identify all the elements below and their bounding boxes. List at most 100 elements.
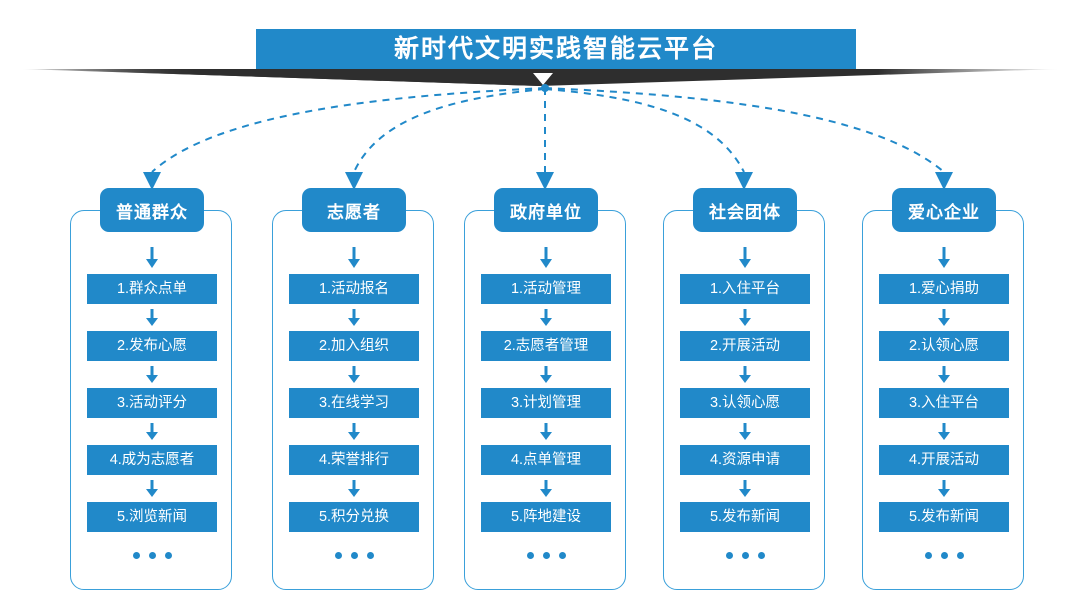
more-indicator [680, 532, 810, 578]
list-item[interactable]: 1.入住平台 [680, 274, 810, 304]
item-label: 2.志愿者管理 [503, 337, 589, 354]
arrow-down-icon [938, 479, 950, 497]
column-header-4[interactable]: 社会团体 [693, 188, 797, 232]
list-item[interactable]: 5.发布新闻 [680, 502, 810, 532]
list-item[interactable]: 2.志愿者管理 [481, 331, 611, 361]
list-item[interactable]: 3.在线学习 [289, 388, 419, 418]
item-label: 3.认领心愿 [709, 394, 781, 411]
column-2: 志愿者 1.活动报名 2.加入组织 [272, 188, 436, 592]
list-item[interactable]: 1.活动报名 [289, 274, 419, 304]
arrow-down-icon [938, 308, 950, 326]
header-to-item-arrow [879, 238, 1009, 274]
item-label: 5.发布新闻 [709, 508, 781, 525]
item-arrow [879, 418, 1009, 445]
column-5: 爱心企业 1.爱心捐助 2.认领心愿 [862, 188, 1026, 592]
arrow-down-icon [540, 479, 552, 497]
column-header-5[interactable]: 爱心企业 [892, 188, 996, 232]
column-header-label: 政府单位 [510, 202, 582, 222]
column-body: 1.群众点单 2.发布心愿 3.活动评分 [87, 238, 217, 578]
list-item[interactable]: 2.加入组织 [289, 331, 419, 361]
arrow-down-icon [348, 479, 360, 497]
list-item[interactable]: 4.点单管理 [481, 445, 611, 475]
column-body: 1.爱心捐助 2.认领心愿 3.入住平台 [879, 238, 1009, 578]
item-arrow [680, 475, 810, 502]
arrow-down-icon [348, 365, 360, 383]
list-item[interactable]: 4.资源申请 [680, 445, 810, 475]
dot [164, 551, 172, 559]
column-4: 社会团体 1.入住平台 2.开展活动 [663, 188, 827, 592]
arrow-down-icon [146, 308, 158, 326]
arrow-down-icon [348, 247, 360, 268]
list-item[interactable]: 1.群众点单 [87, 274, 217, 304]
item-arrow [289, 361, 419, 388]
arrow-down-icon [739, 247, 751, 268]
chevron-down-icon [533, 73, 553, 85]
item-arrow [879, 361, 1009, 388]
column-1: 普通群众 1.群众点单 2.发布心愿 [70, 188, 234, 592]
list-item[interactable]: 5.积分兑换 [289, 502, 419, 532]
connector-line-2 [353, 88, 546, 173]
item-label: 5.阵地建设 [510, 508, 582, 525]
list-item[interactable]: 5.浏览新闻 [87, 502, 217, 532]
list-item[interactable]: 1.爱心捐助 [879, 274, 1009, 304]
list-item[interactable]: 2.认领心愿 [879, 331, 1009, 361]
column-3: 政府单位 1.活动管理 2.志愿者管理 [464, 188, 628, 592]
item-label: 4.荣誉排行 [318, 451, 390, 468]
arrow-down-icon [540, 247, 552, 268]
list-item[interactable]: 3.认领心愿 [680, 388, 810, 418]
dot [148, 551, 156, 559]
column-header-1[interactable]: 普通群众 [100, 188, 204, 232]
dot [741, 551, 749, 559]
dot [526, 551, 534, 559]
item-label: 3.计划管理 [510, 394, 582, 411]
list-item[interactable]: 1.活动管理 [481, 274, 611, 304]
dot [757, 551, 765, 559]
list-item[interactable]: 4.开展活动 [879, 445, 1009, 475]
arrow-down-icon [146, 422, 158, 440]
item-label: 1.入住平台 [709, 280, 781, 297]
item-arrow [680, 304, 810, 331]
list-item[interactable]: 2.发布心愿 [87, 331, 217, 361]
item-label: 4.开展活动 [908, 451, 980, 468]
dot [956, 551, 964, 559]
dot [366, 551, 374, 559]
item-label: 4.资源申请 [709, 451, 781, 468]
list-item[interactable]: 3.活动评分 [87, 388, 217, 418]
item-label: 2.开展活动 [709, 337, 781, 354]
list-item[interactable]: 3.计划管理 [481, 388, 611, 418]
dot [334, 551, 342, 559]
banner-box: 新时代文明实践智能云平台 [256, 29, 856, 69]
list-item[interactable]: 3.入住平台 [879, 388, 1009, 418]
list-item[interactable]: 5.阵地建设 [481, 502, 611, 532]
dot [132, 551, 140, 559]
column-header-label: 普通群众 [116, 202, 188, 222]
arrow-down-icon [348, 308, 360, 326]
arrow-down-icon [938, 247, 950, 268]
item-label: 5.浏览新闻 [116, 508, 188, 525]
column-header-3[interactable]: 政府单位 [494, 188, 598, 232]
arrow-down-icon [146, 247, 158, 268]
list-item[interactable]: 4.荣誉排行 [289, 445, 419, 475]
list-item[interactable]: 2.开展活动 [680, 331, 810, 361]
column-header-label: 社会团体 [709, 202, 781, 222]
more-indicator [289, 532, 419, 578]
column-body: 1.入住平台 2.开展活动 3.认领心愿 [680, 238, 810, 578]
item-arrow [481, 361, 611, 388]
item-arrow [680, 361, 810, 388]
item-label: 1.活动管理 [510, 280, 582, 297]
item-label: 4.成为志愿者 [109, 451, 195, 468]
connector-line-1 [151, 87, 546, 173]
arrow-down-icon [739, 308, 751, 326]
column-header-label: 志愿者 [327, 202, 381, 222]
arrow-down-icon [540, 308, 552, 326]
arrow-down-icon [540, 365, 552, 383]
column-body: 1.活动报名 2.加入组织 3.在线学习 [289, 238, 419, 578]
list-item[interactable]: 5.发布新闻 [879, 502, 1009, 532]
dot [940, 551, 948, 559]
column-header-2[interactable]: 志愿者 [302, 188, 406, 232]
item-label: 3.入住平台 [908, 394, 980, 411]
list-item[interactable]: 4.成为志愿者 [87, 445, 217, 475]
dot [725, 551, 733, 559]
item-arrow [289, 475, 419, 502]
column-header-label: 爱心企业 [908, 202, 980, 222]
